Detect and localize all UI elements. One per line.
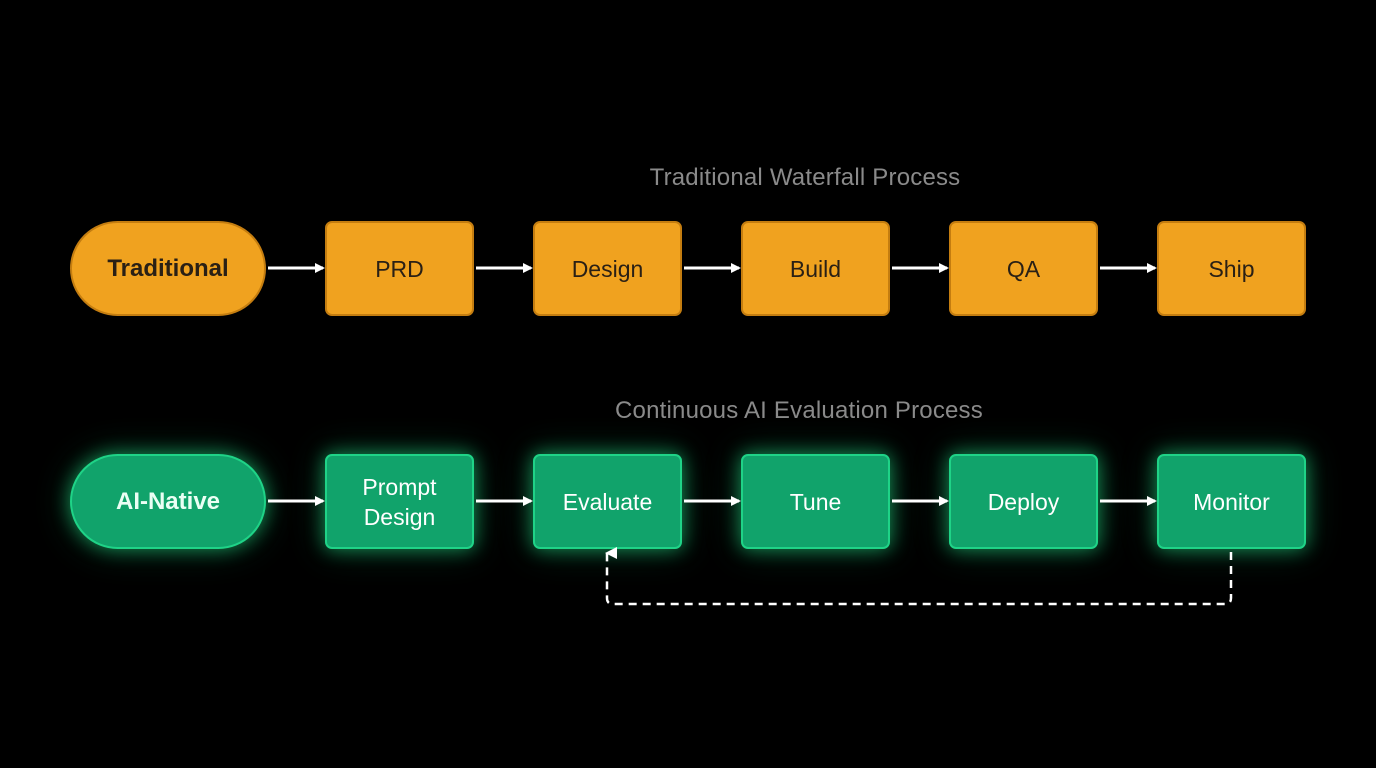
traditional-start-node: Traditional: [70, 221, 266, 316]
ai-step-label: Evaluate: [562, 488, 653, 515]
traditional-step-design: Design: [533, 221, 682, 316]
ai-step-tune: Tune: [741, 454, 890, 549]
traditional-step-build: Build: [741, 221, 890, 316]
ai-step-deploy: Deploy: [949, 454, 1098, 549]
traditional-step-label: QA: [1006, 255, 1041, 282]
ai-native-start-node: AI-Native: [70, 454, 266, 549]
traditional-step-label: Build: [789, 255, 842, 282]
ai-step-label: Deploy: [987, 488, 1060, 515]
ai-step-monitor: Monitor: [1157, 454, 1306, 549]
traditional-process-title: Traditional Waterfall Process: [649, 164, 961, 191]
traditional-step-label: PRD: [375, 255, 424, 282]
ai-step-evaluate: Evaluate: [533, 454, 682, 549]
feedback-loop-arrow-icon: [605, 547, 1233, 606]
ai-native-start-label: AI-Native: [115, 487, 221, 515]
ai-step-label: Monitor: [1193, 488, 1270, 515]
traditional-step-qa: QA: [949, 221, 1098, 316]
traditional-step-prd: PRD: [325, 221, 474, 316]
ai-step-label: Tune: [789, 488, 842, 515]
ai-step-label: Prompt Design: [362, 473, 437, 530]
traditional-start-label: Traditional: [107, 254, 229, 282]
traditional-step-label: Ship: [1208, 255, 1255, 282]
ai-process-title: Continuous AI Evaluation Process: [615, 397, 983, 424]
ai-step-prompt-design: Prompt Design: [325, 454, 474, 549]
traditional-step-ship: Ship: [1157, 221, 1306, 316]
traditional-step-label: Design: [571, 255, 644, 282]
